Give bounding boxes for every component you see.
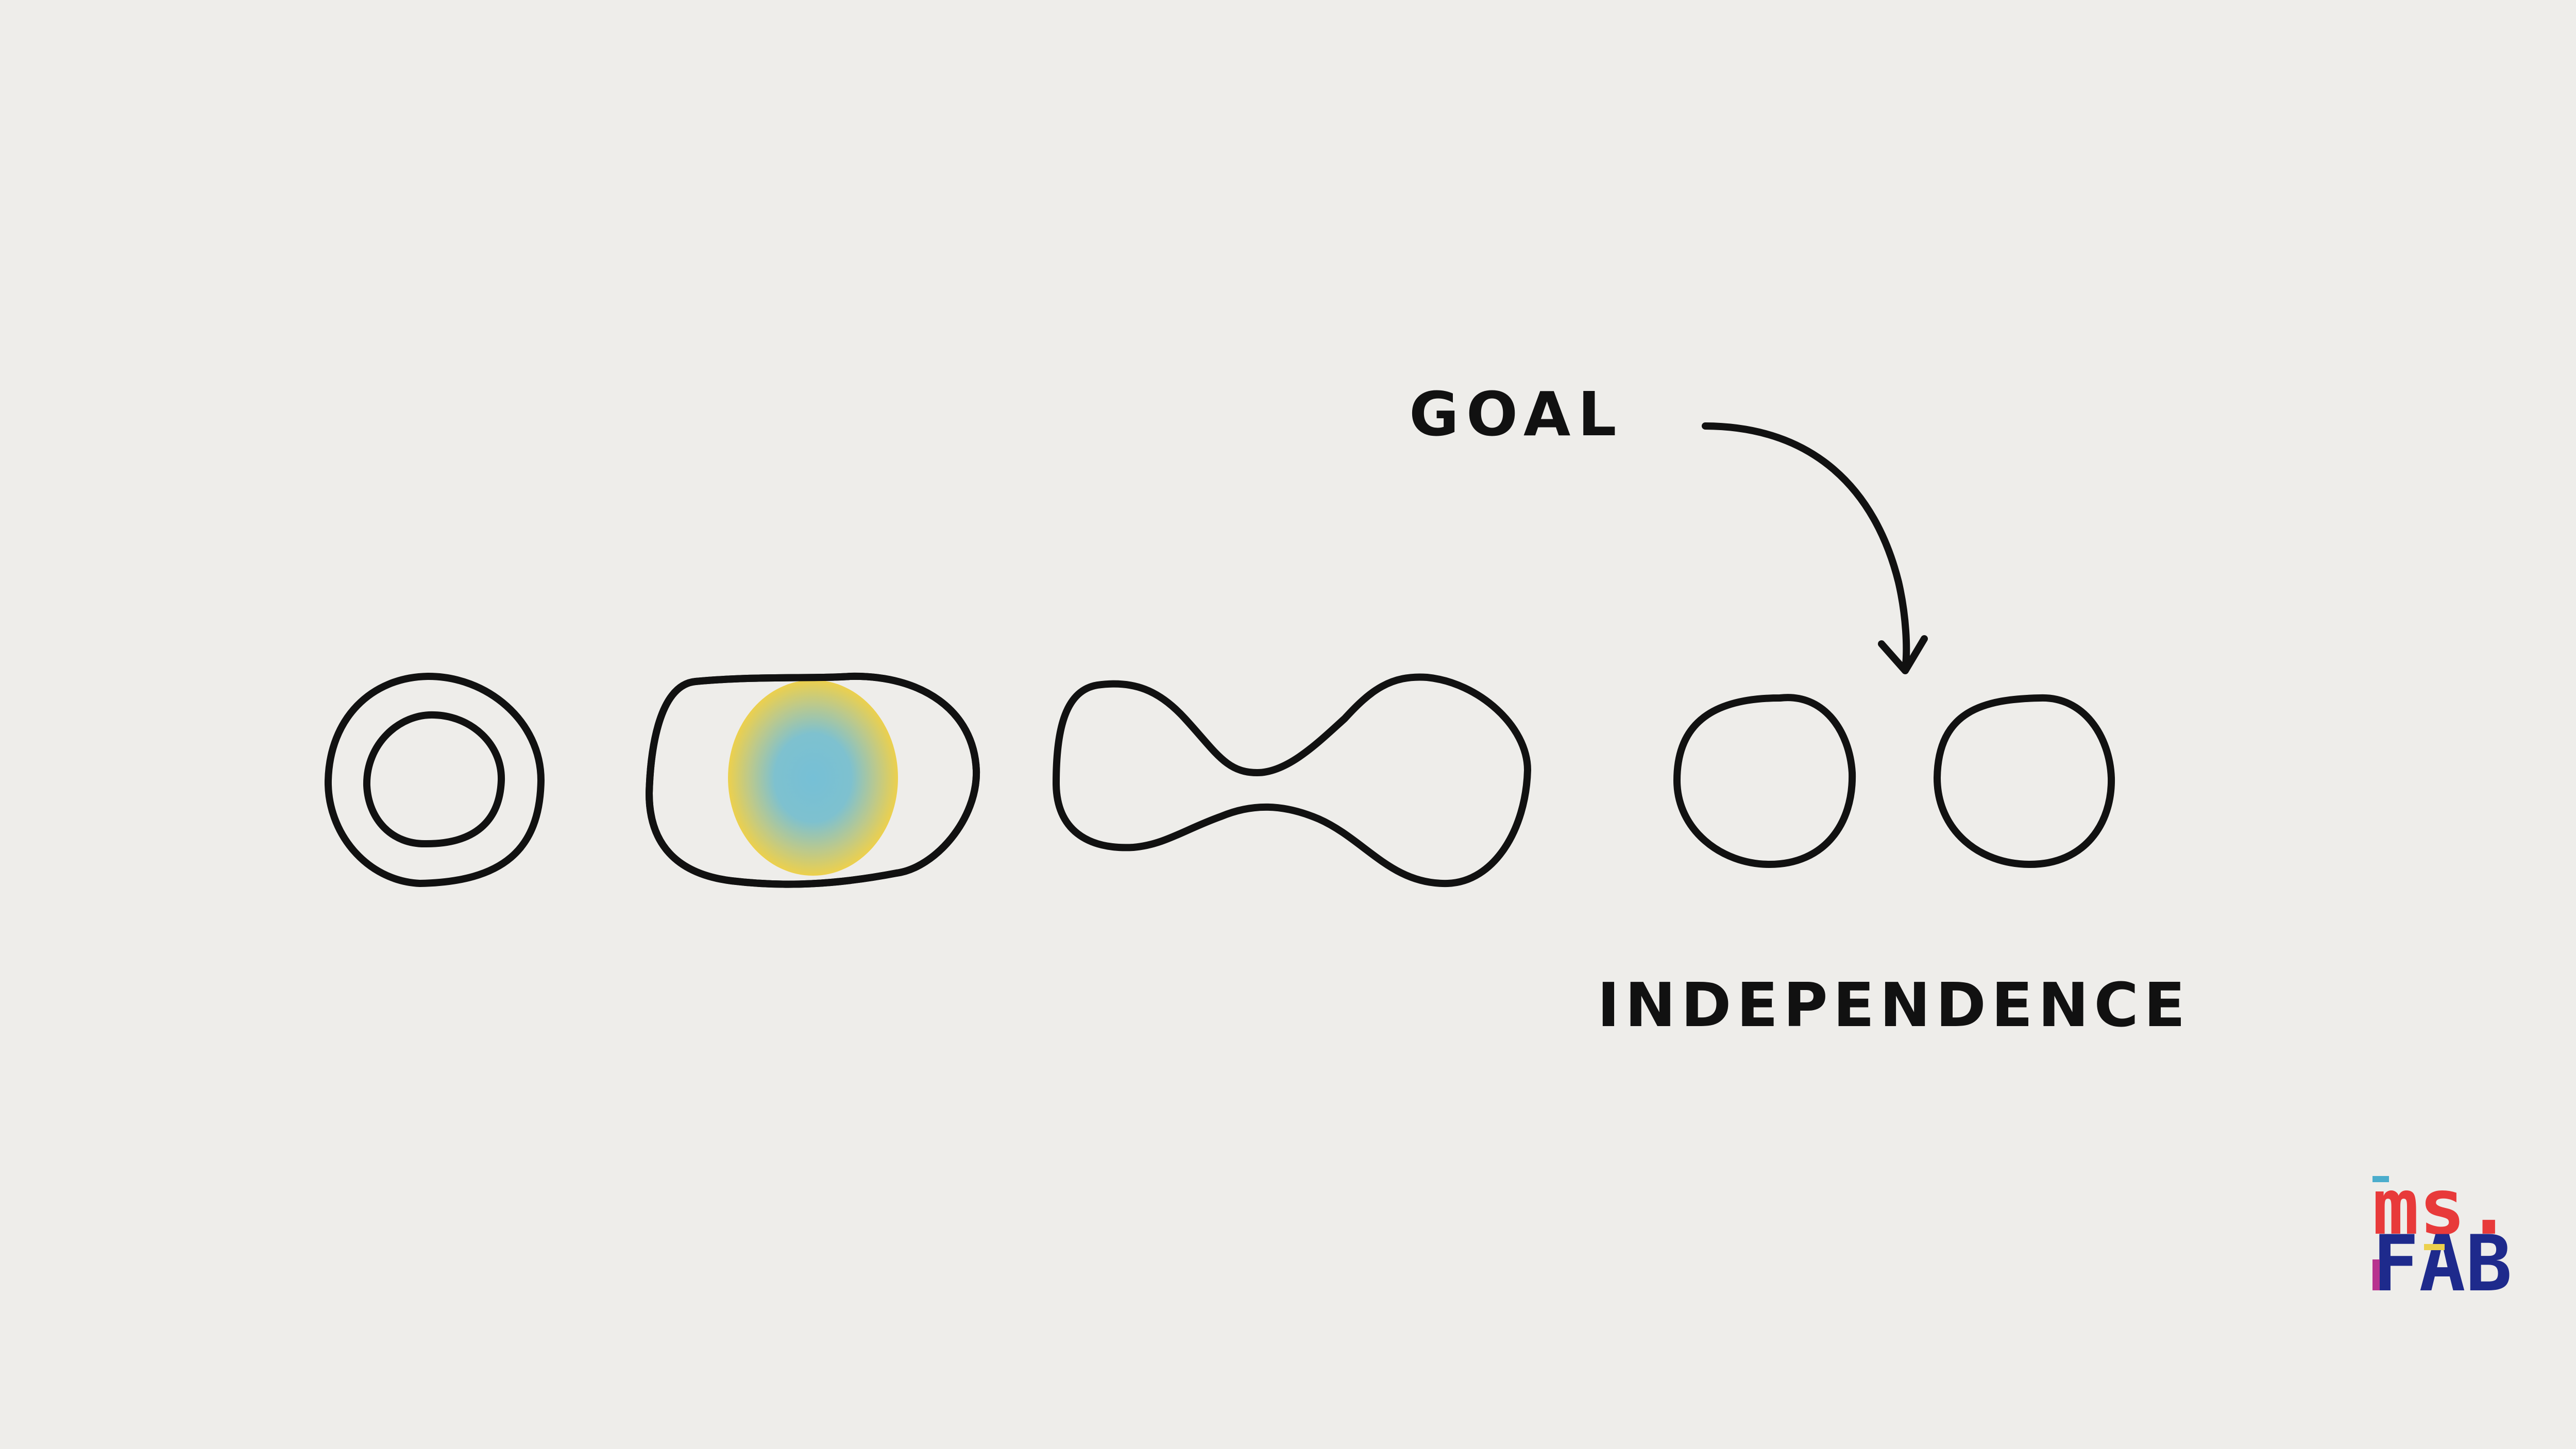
goal-arrow bbox=[1702, 422, 1928, 674]
logo-accent-yellow bbox=[2424, 1244, 2445, 1250]
diffuse-blue-core bbox=[728, 680, 898, 876]
logo-line-2: FAB bbox=[2372, 1219, 2512, 1309]
dividing-cell bbox=[1053, 673, 1531, 888]
independent-blue-cell bbox=[1934, 694, 2115, 868]
logo-line-1: ms. bbox=[2372, 1163, 2512, 1252]
goal-arrow-shaft bbox=[1702, 422, 1910, 673]
msfab-logo: ms. FAB bbox=[2372, 1163, 2512, 1309]
goal-label: GOAL bbox=[1409, 379, 1624, 450]
stage-nested-cells bbox=[324, 672, 545, 887]
logo-accent-magenta bbox=[2372, 1259, 2380, 1290]
outer-yellow-cell bbox=[324, 672, 545, 887]
stage-merged-cell bbox=[646, 672, 980, 888]
inner-blue-cell bbox=[363, 711, 505, 848]
independent-yellow-cell bbox=[1673, 694, 1856, 868]
independence-label: INDEPENDENCE bbox=[1597, 969, 2191, 1041]
logo-accent-blue bbox=[2372, 1176, 2389, 1182]
elongated-cell-outline bbox=[646, 672, 980, 888]
stage-dividing-cell bbox=[1053, 673, 1531, 888]
goal-arrow-head bbox=[1878, 635, 1928, 674]
stage-independent-cells bbox=[1673, 694, 2115, 868]
